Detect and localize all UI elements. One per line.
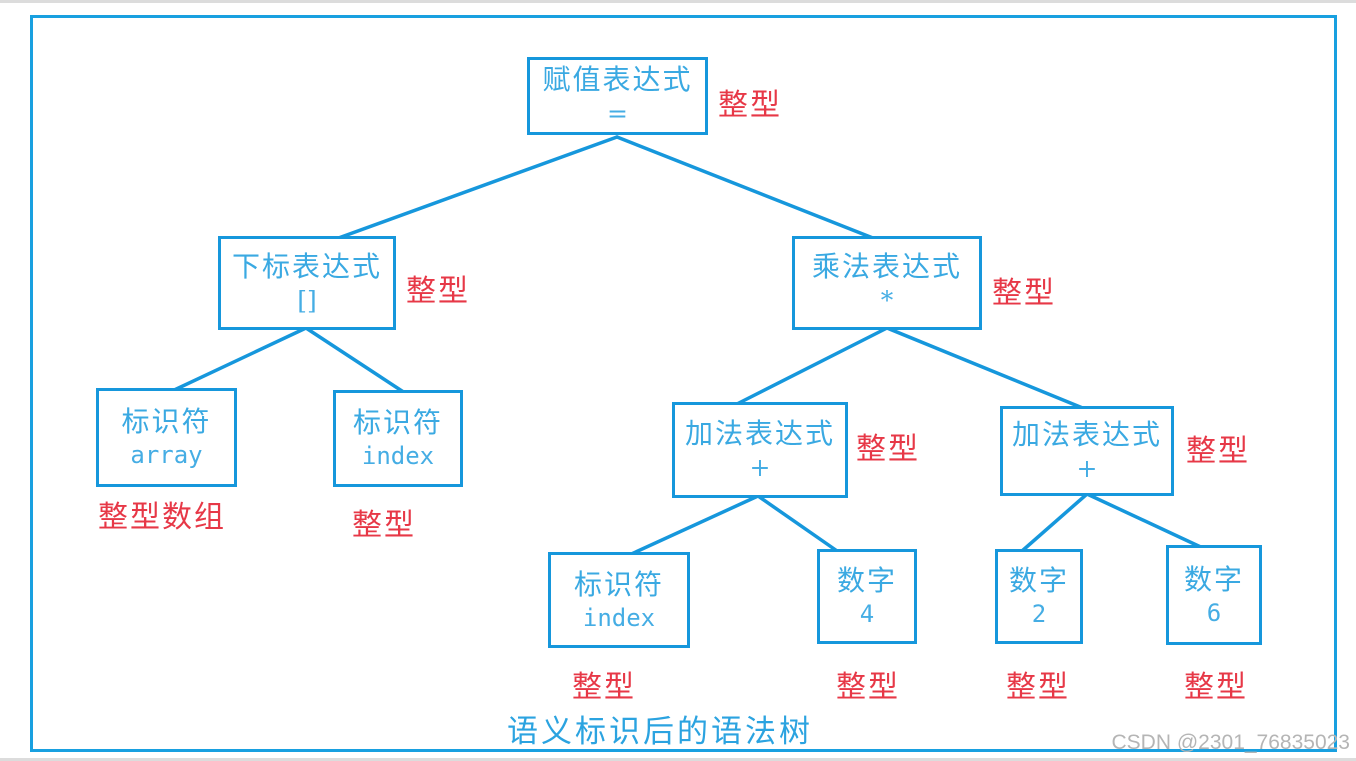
node-assignment-expression: 赋值表达式 = — [527, 57, 708, 135]
type-label-num2: 整型 — [1006, 670, 1070, 705]
type-label-add-left: 整型 — [856, 432, 920, 467]
node-identifier-index: 标识符 index — [333, 390, 463, 487]
node-addition-expression-right: 加法表达式 + — [1000, 406, 1174, 496]
node-operator: * — [880, 286, 894, 316]
type-label-array: 整型数组 — [98, 500, 226, 535]
node-value: index — [582, 603, 656, 632]
node-number-2: 数字 2 — [995, 549, 1083, 644]
type-label-root: 整型 — [718, 88, 782, 123]
diagram-border — [30, 15, 1337, 752]
node-title: 下标表达式 — [231, 250, 382, 284]
node-number-6: 数字 6 — [1166, 545, 1262, 645]
type-label-add-right: 整型 — [1186, 434, 1250, 469]
node-title: 数字 — [1183, 562, 1244, 596]
node-title: 赋值表达式 — [542, 63, 693, 97]
node-subscript-expression: 下标表达式 [] — [218, 236, 396, 330]
node-title: 加法表达式 — [684, 417, 835, 451]
node-title: 标识符 — [121, 405, 212, 439]
page-bottom-divider — [0, 758, 1356, 761]
type-label-num4: 整型 — [836, 670, 900, 705]
node-value: 2 — [1031, 600, 1047, 629]
node-title: 标识符 — [352, 406, 443, 440]
type-label-subscript: 整型 — [406, 274, 470, 309]
node-title: 标识符 — [573, 567, 664, 601]
node-operator: + — [749, 453, 771, 483]
node-value: 4 — [859, 600, 875, 629]
node-title: 数字 — [1008, 564, 1069, 598]
type-label-num6: 整型 — [1184, 670, 1248, 705]
node-operator: = — [607, 99, 628, 129]
node-operator: [] — [297, 286, 317, 316]
page-top-divider — [0, 0, 1356, 3]
type-label-index: 整型 — [352, 508, 416, 543]
node-multiplication-expression: 乘法表达式 * — [792, 236, 982, 330]
node-value: array — [130, 441, 203, 470]
node-identifier-array: 标识符 array — [96, 388, 237, 487]
node-number-4: 数字 4 — [817, 549, 917, 644]
type-label-index-2: 整型 — [572, 670, 636, 705]
node-title: 加法表达式 — [1011, 418, 1162, 452]
diagram-caption: 语义标识后的语法树 — [507, 714, 813, 750]
node-value: 6 — [1206, 598, 1222, 627]
node-operator: + — [1076, 454, 1098, 484]
csdn-watermark: CSDN @2301_76835023 — [1111, 731, 1351, 754]
node-title: 乘法表达式 — [811, 250, 962, 284]
node-title: 数字 — [836, 564, 897, 598]
node-value: index — [361, 442, 435, 471]
node-identifier-index-2: 标识符 index — [548, 552, 690, 648]
node-addition-expression-left: 加法表达式 + — [672, 402, 848, 498]
type-label-multiply: 整型 — [992, 276, 1056, 311]
